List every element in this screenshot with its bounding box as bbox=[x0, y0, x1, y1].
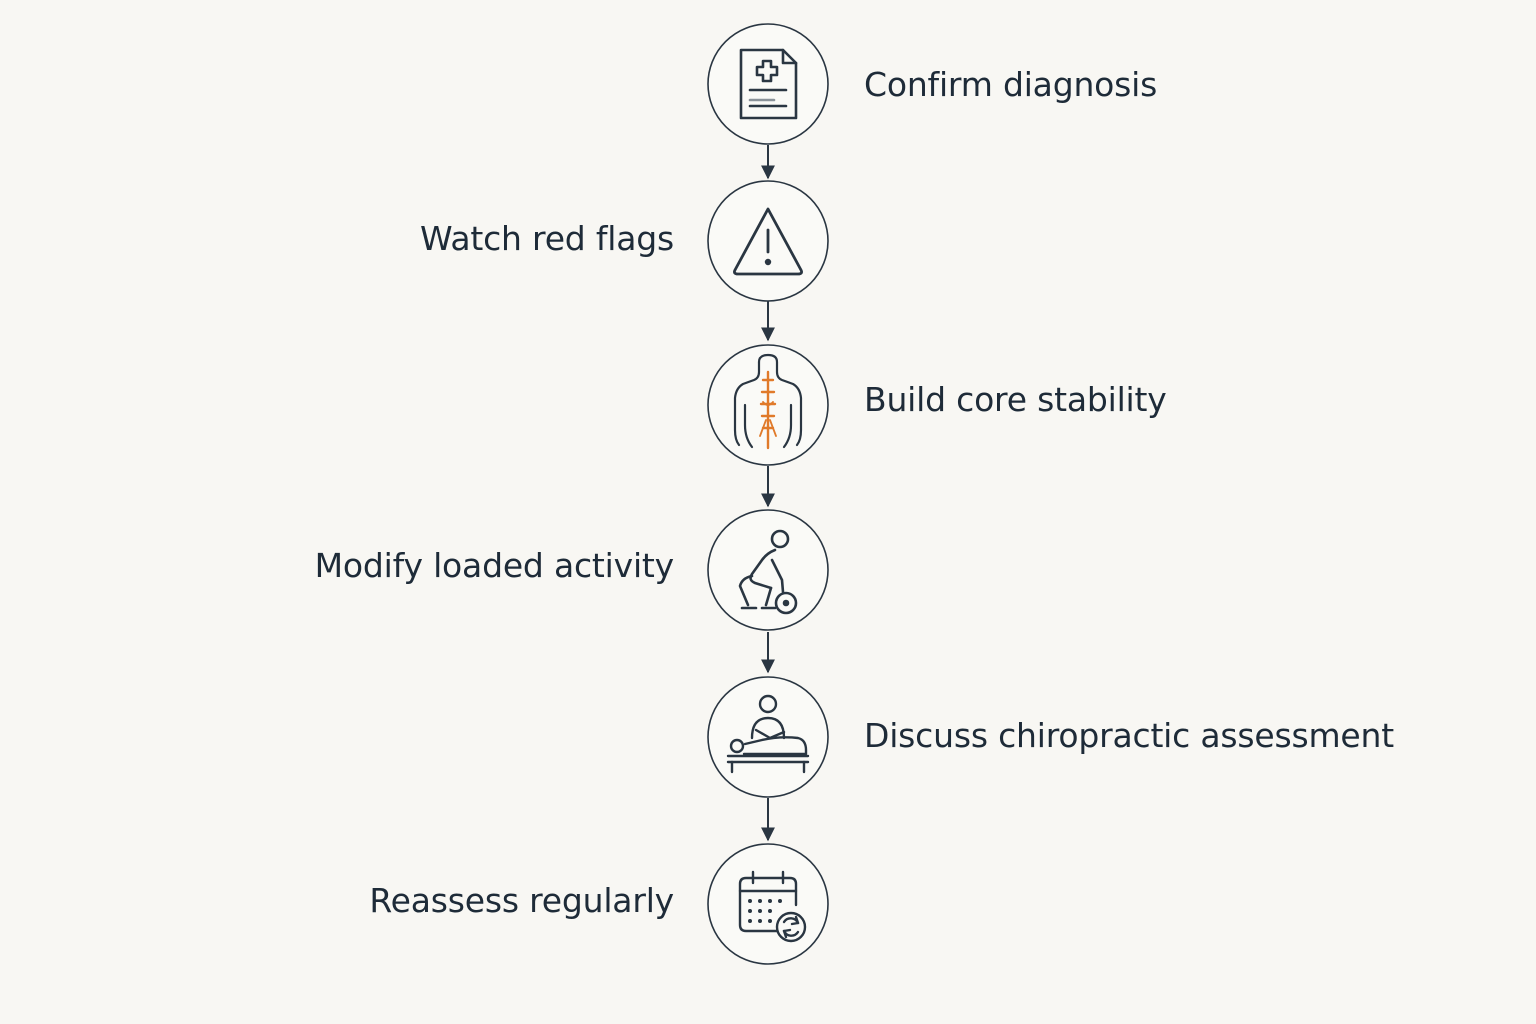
torso-spine-icon bbox=[733, 353, 803, 450]
step-1-label: Confirm diagnosis bbox=[864, 65, 1158, 104]
step-1-node bbox=[707, 23, 829, 145]
warning-triangle-icon bbox=[733, 207, 803, 276]
step-5-node bbox=[707, 676, 829, 798]
step-3-label: Build core stability bbox=[864, 380, 1167, 419]
step-2-node bbox=[707, 180, 829, 302]
step-6-label: Reassess regularly bbox=[369, 881, 674, 920]
step-6-node bbox=[707, 843, 829, 965]
step-2-label: Watch red flags bbox=[420, 219, 674, 258]
calendar-refresh-icon bbox=[738, 870, 807, 943]
step-5-label: Discuss chiropractic assessment bbox=[864, 716, 1394, 755]
step-4-node bbox=[707, 509, 829, 631]
medical-document-icon bbox=[739, 48, 798, 120]
step-4-label: Modify loaded activity bbox=[314, 546, 675, 585]
chiropractor-treatment-icon bbox=[726, 694, 810, 774]
step-3-node bbox=[707, 344, 829, 466]
squat-lift-weight-icon bbox=[738, 529, 798, 615]
